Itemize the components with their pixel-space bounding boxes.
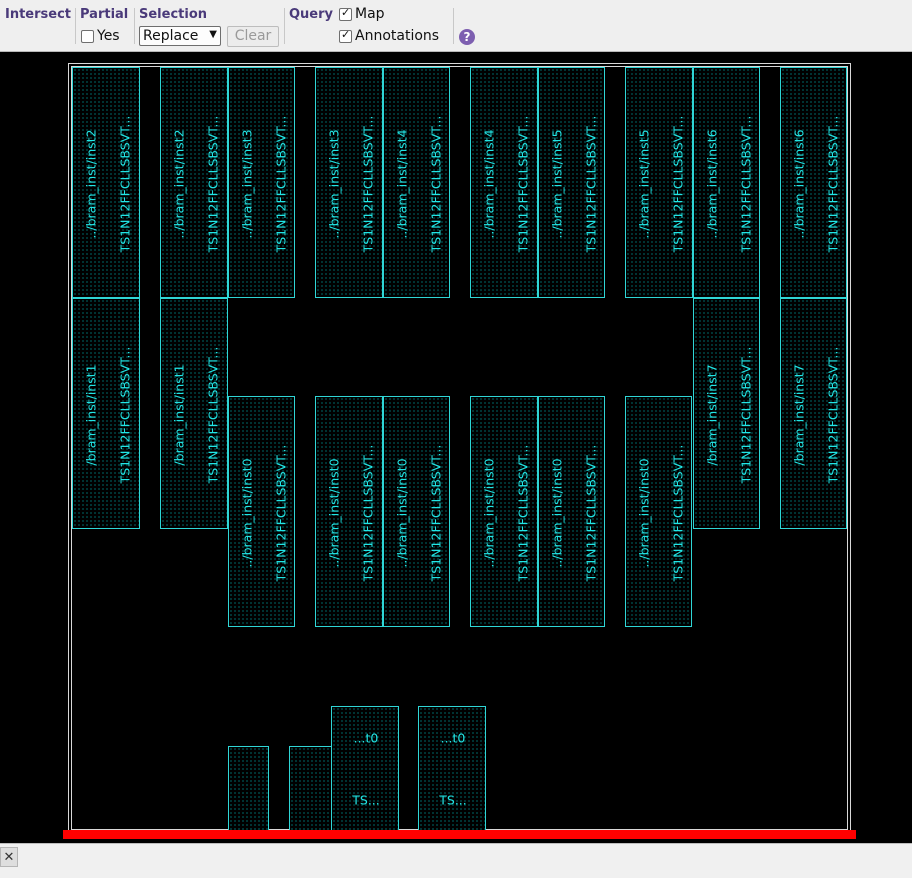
- macro-type-label: TS1N12FFCLLSBSVT...: [515, 444, 531, 581]
- close-icon[interactable]: ✕: [0, 847, 18, 867]
- map-checkbox[interactable]: [339, 6, 352, 21]
- macro-block[interactable]: ../bram_inst/inst3 TS1N12FFCLLSBSVT...: [315, 67, 383, 298]
- toolbar-divider: [134, 8, 135, 44]
- macro-type-label: TS1N12FFCLLSBSVT...: [515, 115, 531, 252]
- macro-type-label: TS...: [439, 792, 467, 808]
- macro-instance-label: ../bram_inst/inst0: [481, 457, 497, 568]
- macro-type-label: TS1N12FFCLLSBSVT...: [205, 115, 221, 252]
- macro-type-label: TS1N12FFCLLSBSVT...: [825, 115, 841, 252]
- macro-instance-label: ../bram_inst/inst5: [636, 128, 652, 239]
- selection-label: Selection: [139, 7, 208, 22]
- macro-instance-label: ../bram_inst/inst5: [549, 128, 565, 239]
- macro-type-label: TS1N12FFCLLSBSVT...: [738, 346, 754, 483]
- macro-instance-label: ../bram_inst/inst0: [636, 457, 652, 568]
- macro-block[interactable]: ../bram_inst/inst6 TS1N12FFCLLSBSVT...: [693, 67, 760, 298]
- annotations-label: Annotations: [355, 28, 440, 44]
- dropdown-arrow-icon: ▼: [209, 29, 217, 40]
- macro-type-label: TS1N12FFCLLSBSVT...: [428, 115, 444, 252]
- cell-block[interactable]: [228, 746, 269, 832]
- clear-button[interactable]: Clear: [227, 26, 279, 47]
- macro-block[interactable]: /bram_inst/inst1 TS1N12FFCLLSBSVT...: [72, 298, 140, 529]
- intersect-label: Intersect: [5, 7, 72, 22]
- macro-block[interactable]: ../bram_inst/inst0 TS1N12FFCLLSBSVT...: [538, 396, 605, 627]
- macro-instance-label: ../bram_inst/inst2: [83, 128, 99, 239]
- macro-type-label: TS1N12FFCLLSBSVT...: [360, 115, 376, 252]
- toolbar-divider: [453, 8, 454, 44]
- macro-block[interactable]: ../bram_inst/inst0 TS1N12FFCLLSBSVT...: [228, 396, 295, 627]
- macro-type-label: TS1N12FFCLLSBSVT...: [670, 115, 686, 252]
- macro-block[interactable]: ../bram_inst/inst6 TS1N12FFCLLSBSVT...: [780, 67, 847, 298]
- macro-type-label: TS1N12FFCLLSBSVT...: [205, 346, 221, 483]
- macro-block[interactable]: ../bram_inst/inst0 TS1N12FFCLLSBSVT...: [315, 396, 383, 627]
- macro-block[interactable]: ../bram_inst/inst2 TS1N12FFCLLSBSVT...: [72, 67, 140, 298]
- macro-type-label: TS1N12FFCLLSBSVT...: [583, 115, 599, 252]
- macro-instance-label: ../bram_inst/inst6: [704, 128, 720, 239]
- selection-mode-value: Replace: [143, 28, 199, 44]
- macro-block[interactable]: ../bram_inst/inst5 TS1N12FFCLLSBSVT...: [625, 67, 693, 298]
- annotations-checkbox[interactable]: [339, 28, 352, 43]
- macro-instance-label: ../bram_inst/inst2: [171, 128, 187, 239]
- selection-mode-select[interactable]: Replace ▼: [139, 26, 221, 46]
- macro-instance-label: ../bram_inst/inst0: [394, 457, 410, 568]
- macro-instance-label: ...t0: [353, 730, 379, 746]
- macro-type-label: TS1N12FFCLLSBSVT...: [428, 444, 444, 581]
- toolbar: Intersect Partial Yes Selection Replace …: [0, 0, 912, 52]
- macro-instance-label: /bram_inst/inst1: [83, 363, 99, 466]
- query-label: Query: [289, 7, 334, 22]
- macro-block[interactable]: /bram_inst/inst7 TS1N12FFCLLSBSVT...: [693, 298, 760, 529]
- macro-instance-label: ...t0: [440, 730, 466, 746]
- macro-type-label: TS1N12FFCLLSBSVT...: [670, 444, 686, 581]
- macro-block[interactable]: ../bram_inst/inst0 TS1N12FFCLLSBSVT...: [625, 396, 692, 627]
- macro-instance-label: /bram_inst/inst7: [791, 363, 807, 466]
- partial-label: Partial: [80, 7, 129, 22]
- macro-block[interactable]: ../bram_inst/inst0 TS1N12FFCLLSBSVT...: [470, 396, 538, 627]
- macro-block[interactable]: ../bram_inst/inst4 TS1N12FFCLLSBSVT...: [383, 67, 450, 298]
- macro-instance-label: ../bram_inst/inst4: [481, 128, 497, 239]
- macro-block[interactable]: ../bram_inst/inst0 TS1N12FFCLLSBSVT...: [383, 396, 450, 627]
- macro-type-label: TS1N12FFCLLSBSVT...: [825, 346, 841, 483]
- macro-type-label: TS1N12FFCLLSBSVT...: [273, 444, 289, 581]
- macro-instance-label: ../bram_inst/inst0: [549, 457, 565, 568]
- toolbar-divider: [75, 8, 76, 44]
- macro-block[interactable]: /bram_inst/inst7 TS1N12FFCLLSBSVT...: [780, 298, 847, 529]
- macro-instance-label: ../bram_inst/inst0: [326, 457, 342, 568]
- toolbar-divider: [284, 8, 285, 44]
- macro-instance-label: ../bram_inst/inst3: [326, 128, 342, 239]
- macro-type-label: TS1N12FFCLLSBSVT...: [738, 115, 754, 252]
- macro-type-label: TS...: [352, 792, 380, 808]
- macro-instance-label: ../bram_inst/inst0: [239, 457, 255, 568]
- macro-block[interactable]: /bram_inst/inst1 TS1N12FFCLLSBSVT...: [160, 298, 228, 529]
- macro-instance-label: ../bram_inst/inst3: [239, 128, 255, 239]
- macro-instance-label: /bram_inst/inst1: [171, 363, 187, 466]
- partial-yes-label: Yes: [97, 28, 120, 44]
- macro-type-label: TS1N12FFCLLSBSVT...: [583, 444, 599, 581]
- macro-type-label: TS1N12FFCLLSBSVT...: [360, 444, 376, 581]
- macro-type-label: TS1N12FFCLLSBSVT...: [117, 346, 133, 483]
- highlight-bar: [63, 830, 856, 839]
- status-bar: ✕: [0, 843, 912, 878]
- map-label: Map: [355, 6, 385, 22]
- macro-instance-label: ../bram_inst/inst6: [791, 128, 807, 239]
- macro-instance-label: /bram_inst/inst7: [704, 363, 720, 466]
- macro-type-label: TS1N12FFCLLSBSVT...: [117, 115, 133, 252]
- macro-instance-label: ../bram_inst/inst4: [394, 128, 410, 239]
- macro-block[interactable]: ../bram_inst/inst3 TS1N12FFCLLSBSVT...: [228, 67, 295, 298]
- question-mark-icon[interactable]: ?: [459, 29, 475, 45]
- macro-type-label: TS1N12FFCLLSBSVT...: [273, 115, 289, 252]
- macro-block[interactable]: ../bram_inst/inst5 TS1N12FFCLLSBSVT...: [538, 67, 605, 298]
- cell-block[interactable]: [289, 746, 332, 832]
- macro-block[interactable]: ../bram_inst/inst2 TS1N12FFCLLSBSVT...: [160, 67, 228, 298]
- macro-block[interactable]: ../bram_inst/inst4 TS1N12FFCLLSBSVT...: [470, 67, 538, 298]
- partial-yes-checkbox[interactable]: [81, 30, 94, 43]
